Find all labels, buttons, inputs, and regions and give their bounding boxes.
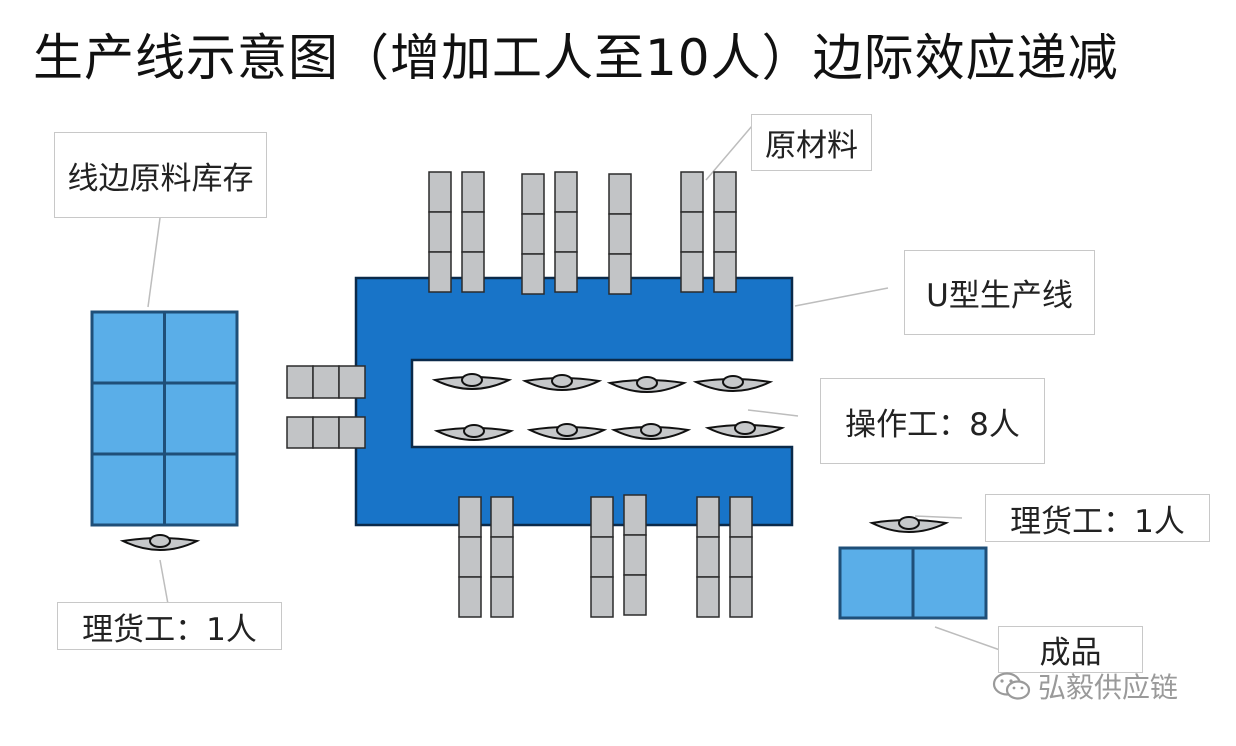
worker-figure [692, 375, 774, 392]
watermark-text: 弘毅供应链 [1038, 671, 1179, 704]
material-bin-stack [554, 171, 578, 293]
raw-material-label: 原材料 [751, 114, 872, 171]
worker-figure [119, 534, 201, 551]
material-bin-stack [461, 171, 485, 293]
material-bin-stack [286, 416, 366, 449]
material-bin-stack [729, 496, 753, 618]
material-bin-stack [713, 171, 737, 293]
material-bin-stack [623, 494, 647, 616]
page-title: 生产线示意图（增加工人至10人）边际效应递减 [33, 29, 1119, 87]
material-bin-stack [680, 171, 704, 293]
finished-goods-rack [838, 546, 988, 620]
handler-left-label: 理货工：1人 [57, 602, 282, 650]
material-bin-stack [608, 173, 632, 295]
wechat-icon [992, 672, 1031, 700]
worker-figure [868, 516, 950, 533]
worker-figure [606, 376, 688, 393]
material-bin-stack [590, 496, 614, 618]
finished-goods-label: 成品 [998, 626, 1143, 673]
material-bin-stack [521, 173, 545, 295]
operators-label: 操作工：8人 [820, 378, 1045, 464]
worker-figure [431, 373, 513, 390]
raw-material-feeders [286, 171, 753, 618]
worker-figure [610, 423, 692, 440]
worker-figures [119, 373, 950, 551]
worker-figure [526, 423, 608, 440]
leader-lines [147, 125, 1001, 651]
watermark: 弘毅供应链 [992, 666, 1178, 706]
worker-figure [433, 424, 515, 441]
u-production-line [354, 276, 794, 527]
line-side-storage-rack [90, 310, 239, 527]
material-bin-stack [458, 496, 482, 618]
material-bin-stack [696, 496, 720, 618]
u-line-label: U型生产线 [904, 250, 1095, 335]
material-bin-stack [428, 171, 452, 293]
line-stock-label: 线边原料库存 [54, 132, 267, 218]
worker-figure [521, 374, 603, 391]
handler-right-label: 理货工：1人 [985, 494, 1210, 542]
material-bin-stack [286, 365, 366, 399]
worker-figure [704, 421, 786, 438]
material-bin-stack [490, 496, 514, 618]
